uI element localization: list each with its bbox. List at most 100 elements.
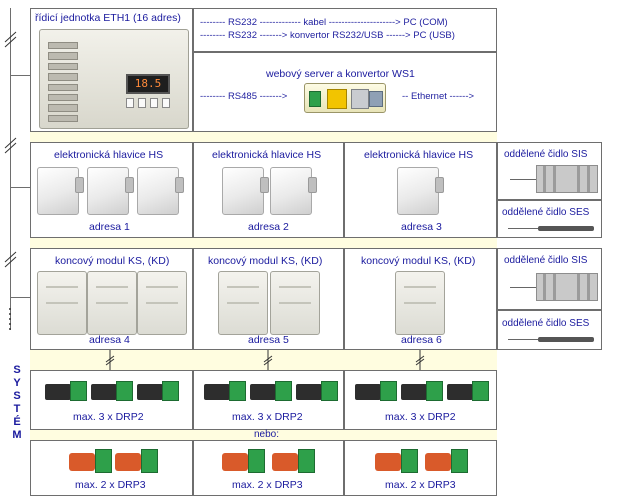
nebo-label: nebo: — [254, 429, 280, 440]
drp2-relay-icon — [45, 381, 87, 401]
webserver-ethernet: -- Ethernet ------> — [402, 91, 475, 102]
drp3-relay-icon — [69, 449, 112, 475]
sensor-sis-box-2: oddělené čidlo SIS — [497, 248, 602, 310]
sensor-sis-label: oddělené čidlo SIS — [504, 149, 588, 160]
sensor-cable — [508, 339, 538, 340]
drp2-relay-icon — [296, 381, 338, 401]
hs-head-icon — [37, 167, 84, 215]
hs-box-3: elektronická hlavice HS adresa 3 — [344, 142, 497, 238]
sensor-sis-icon — [536, 273, 598, 301]
rs232-line-1: -------- RS232 ------------- kabel -----… — [200, 17, 448, 28]
drp3-relay-icon — [222, 449, 265, 475]
bus-strip-3 — [30, 350, 497, 370]
system-letter: É — [13, 416, 21, 428]
ks-box-2: koncový modul KS, (KD) adresa 5 — [193, 248, 344, 350]
drp3-label: max. 2 x DRP3 — [385, 479, 456, 491]
sensor-ses-icon — [538, 337, 594, 342]
ks-module-icon — [87, 271, 137, 335]
bus-strip-2 — [30, 238, 497, 248]
ks-module-icon — [137, 271, 187, 335]
ks-box-3: koncový modul KS, (KD) adresa 6 — [344, 248, 497, 350]
ks-label: koncový modul KS, (KD) — [55, 255, 170, 267]
drp2-box-1: max. 3 x DRP2 — [30, 370, 193, 430]
drp3-relay-icon — [375, 449, 418, 475]
webserver-rs485: -------- RS485 -------> — [200, 91, 288, 102]
bus-breaks — [4, 31, 17, 333]
ks-label: koncový modul KS, (KD) — [208, 255, 323, 267]
drp2-relay-icon — [447, 381, 489, 401]
ks-module-icon — [395, 271, 445, 335]
drp2-box-3: max. 3 x DRP2 — [344, 370, 497, 430]
hs-box-2: elektronická hlavice HS adresa 2 — [193, 142, 344, 238]
led-column — [48, 42, 78, 122]
ks-address: adresa 6 — [401, 334, 442, 346]
drp3-label: max. 2 x DRP3 — [75, 479, 146, 491]
drp3-relay-icon — [425, 449, 468, 475]
bus-strip-4 — [30, 430, 497, 440]
hs-label: elektronická hlavice HS — [212, 149, 322, 161]
system-letter: Y — [13, 377, 21, 389]
hs-head-icon — [270, 167, 317, 215]
drp3-box-1: max. 2 x DRP3 — [30, 440, 193, 496]
system-letter: S — [13, 390, 21, 402]
sensor-cable — [508, 228, 538, 229]
hs-address: adresa 1 — [89, 221, 130, 233]
drp2-relay-icon — [355, 381, 397, 401]
rs232-line-2: -------- RS232 -------> konvertor RS232/… — [200, 30, 455, 41]
sensor-ses-box-2: oddělené čidlo SES — [497, 310, 602, 350]
drp3-relay-icon — [272, 449, 315, 475]
ws1-device-icon — [304, 83, 386, 113]
drp2-box-2: max. 3 x DRP2 — [193, 370, 344, 430]
bus-tick-2 — [10, 187, 30, 188]
hs-label: elektronická hlavice HS — [54, 149, 164, 161]
control-unit-box: řídicí jednotka ETH1 (16 adres) 18.5 — [30, 8, 193, 132]
system-letter: S — [13, 364, 21, 376]
device-buttons — [126, 98, 170, 108]
hs-address: adresa 3 — [401, 221, 442, 233]
drp3-relay-icon — [115, 449, 158, 475]
sensor-ses-icon — [538, 226, 594, 231]
bus-line-mid — [10, 150, 11, 330]
ks-address: adresa 4 — [89, 334, 130, 346]
sensor-ses-box-1: oddělené čidlo SES — [497, 200, 602, 238]
drp2-label: max. 3 x DRP2 — [232, 411, 303, 423]
sensor-sis-icon — [536, 165, 598, 193]
rs232-box: -------- RS232 ------------- kabel -----… — [193, 8, 497, 52]
drp2-relay-icon — [91, 381, 133, 401]
sensor-cable — [510, 287, 536, 288]
ks-module-icon — [37, 271, 87, 335]
drp2-label: max. 3 x DRP2 — [73, 411, 144, 423]
system-label: S Y S T É M — [10, 364, 24, 442]
drp3-box-3: max. 2 x DRP3 — [344, 440, 497, 496]
system-letter: T — [13, 403, 21, 415]
device-display: 18.5 — [126, 74, 170, 94]
bus-tick-1 — [10, 75, 30, 76]
sensor-sis-label: oddělené čidlo SIS — [504, 255, 588, 266]
hs-head-icon — [87, 167, 134, 215]
drp3-label: max. 2 x DRP3 — [232, 479, 303, 491]
drp2-label: max. 3 x DRP2 — [385, 411, 456, 423]
hs-head-icon — [137, 167, 184, 215]
ks-module-icon — [218, 271, 268, 335]
hs-address: adresa 2 — [248, 221, 289, 233]
drp2-relay-icon — [401, 381, 443, 401]
display-value: 18.5 — [134, 77, 162, 90]
ks-module-icon — [270, 271, 320, 335]
sensor-ses-label: oddělené čidlo SES — [502, 207, 590, 218]
control-unit-title: řídicí jednotka ETH1 (16 adres) — [35, 12, 181, 24]
drp3-box-2: max. 2 x DRP3 — [193, 440, 344, 496]
control-unit-device: 18.5 — [39, 29, 189, 129]
hs-head-icon — [397, 167, 444, 215]
sensor-sis-box-1: oddělené čidlo SIS — [497, 142, 602, 200]
sensor-cable — [510, 179, 536, 180]
webserver-box: webový server a konvertor WS1 -------- R… — [193, 52, 497, 132]
hs-label: elektronická hlavice HS — [364, 149, 474, 161]
bus-tick-3 — [10, 297, 30, 298]
hs-head-icon — [222, 167, 269, 215]
bus-strip-breaks — [105, 350, 425, 370]
drp2-relay-icon — [204, 381, 246, 401]
webserver-title: webový server a konvertor WS1 — [266, 68, 415, 80]
sensor-ses-label: oddělené čidlo SES — [502, 318, 590, 329]
ks-address: adresa 5 — [248, 334, 289, 346]
